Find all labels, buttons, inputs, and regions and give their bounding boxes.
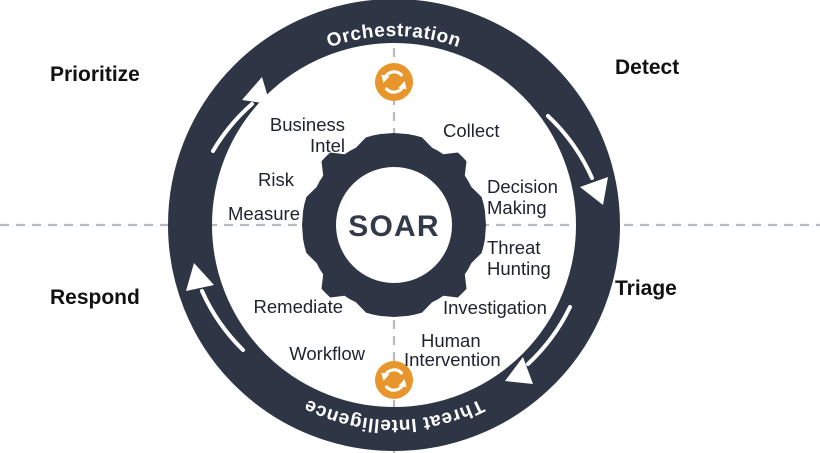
quadrant-label-respond: Respond	[50, 286, 140, 309]
inner-label-remediate: Remediate	[254, 296, 343, 317]
svg-text:Threat: Threat	[487, 237, 540, 258]
quadrant-label-detect: Detect	[615, 56, 679, 79]
svg-text:Business: Business	[270, 114, 345, 135]
svg-text:Intel: Intel	[310, 135, 345, 156]
core-label: SOAR	[348, 210, 439, 243]
svg-text:Human: Human	[421, 330, 481, 351]
quadrant-label-prioritize: Prioritize	[50, 63, 140, 86]
gear-icon: SOAR	[302, 133, 486, 317]
inner-label-workflow: Workflow	[289, 343, 365, 364]
svg-text:Hunting: Hunting	[487, 258, 551, 279]
outer-ring	[168, 0, 620, 451]
flow-arrow-triage	[505, 305, 572, 384]
svg-text:Decision: Decision	[487, 176, 558, 197]
inner-label-collect: Collect	[443, 120, 500, 141]
flow-arrow-respond	[186, 263, 245, 352]
inner-label-decision-making: Decision Making	[487, 176, 558, 218]
inner-label-threat-hunting: Threat Hunting	[487, 237, 551, 279]
refresh-cycle-icon-bottom	[375, 361, 413, 399]
svg-text:Making: Making	[487, 197, 547, 218]
quadrant-label-triage: Triage	[615, 277, 677, 300]
flow-arrow-detect	[546, 114, 608, 205]
inner-label-risk: Risk	[258, 169, 295, 190]
inner-label-human-intervention: Human Intervention	[404, 330, 501, 370]
inner-label-measure: Measure	[228, 203, 300, 224]
refresh-cycle-icon-top	[375, 63, 413, 101]
inner-label-investigation: Investigation	[443, 297, 547, 318]
flow-arrow-prioritize	[211, 77, 270, 153]
inner-label-business-intel: Business Intel	[270, 114, 345, 156]
svg-text:Intervention: Intervention	[404, 349, 501, 370]
